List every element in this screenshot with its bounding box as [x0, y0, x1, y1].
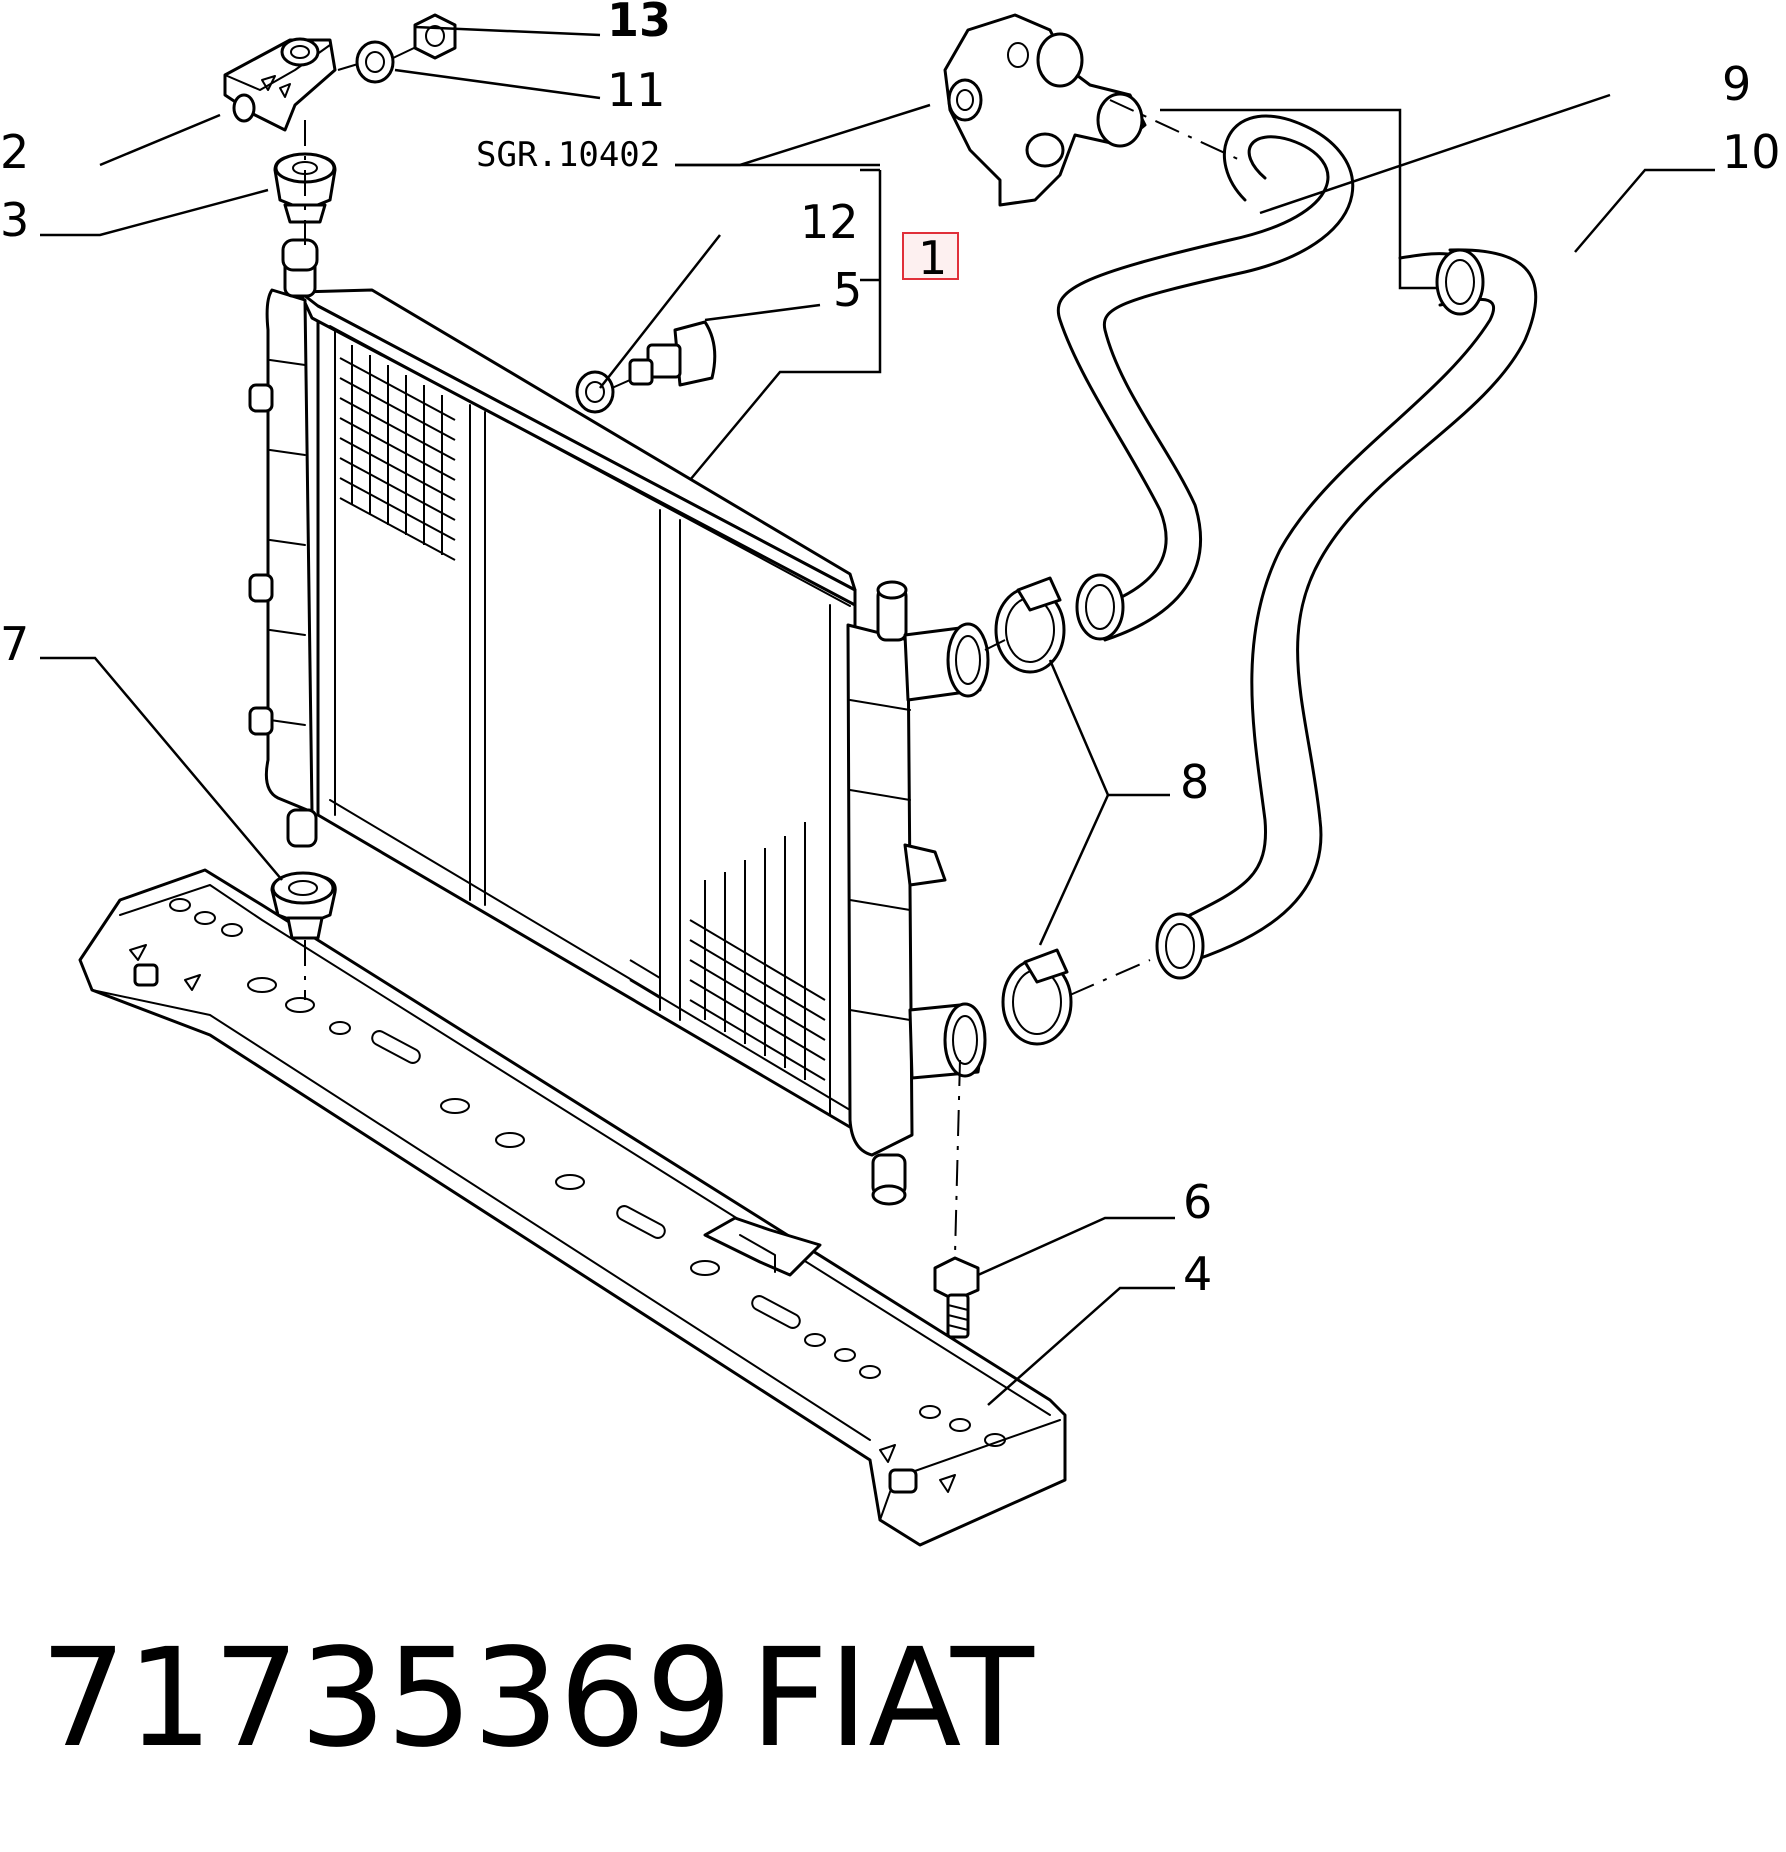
callout-9: 9: [1722, 57, 1751, 111]
brand-name: FIAT: [750, 1620, 1035, 1778]
part-number: 71735369: [40, 1620, 732, 1778]
part-8-clamp-lower: [1001, 948, 1073, 1046]
callout-1: 1: [918, 231, 947, 285]
callout-labels: 13 11 2 3 SGR.10402 12 5 1 9 10 7 8 6 4: [0, 0, 1781, 1301]
hose-10: [1155, 248, 1538, 980]
callout-5: 5: [833, 263, 862, 317]
mount-pin-top: [281, 238, 319, 272]
callout-ref-sgr: SGR.10402: [476, 135, 660, 175]
part-7-cushion: [270, 871, 337, 940]
callout-7: 7: [0, 617, 29, 671]
part-8-clamp-upper: [994, 576, 1066, 674]
callout-4: 4: [1183, 1247, 1212, 1301]
crossmember-slots: [169, 898, 1006, 1447]
part-6-bolt: [933, 1256, 980, 1339]
part-5-drain-plug: [628, 320, 717, 387]
thermostat-housing: [943, 13, 1147, 207]
callout-13: 13: [607, 0, 671, 47]
callout-10: 10: [1722, 125, 1781, 179]
core-fins-upper: [339, 345, 456, 561]
leader-lines: [40, 25, 1715, 1406]
radiator: [248, 240, 990, 1206]
callout-1-highlight-box: [902, 232, 959, 280]
callout-2: 2: [0, 125, 29, 179]
hose-9: [1056, 114, 1355, 642]
crossmember: [78, 868, 1067, 1547]
core-fins-lower: [629, 822, 826, 1081]
part-11-washer: [355, 40, 395, 84]
part-2-bracket: [223, 37, 337, 132]
part-13-nut: [413, 13, 457, 60]
part-3-cushion: [273, 152, 337, 224]
callout-12: 12: [800, 195, 859, 249]
callout-3: 3: [0, 193, 29, 247]
callout-8: 8: [1180, 755, 1209, 809]
footer: 71735369 FIAT: [40, 1620, 1035, 1778]
assembly-axes: [304, 47, 1241, 1256]
callout-6: 6: [1183, 1175, 1212, 1229]
callout-11: 11: [607, 63, 666, 117]
